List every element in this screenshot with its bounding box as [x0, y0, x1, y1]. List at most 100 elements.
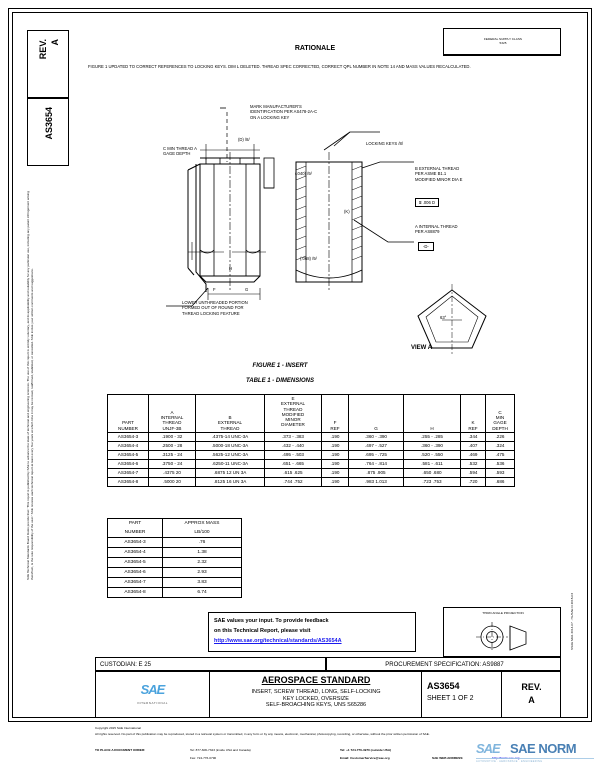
- cell-part-number: AS3654-7: [107, 577, 163, 588]
- footer-rights: All rights reserved. No part of this pub…: [95, 732, 430, 736]
- feedback-box[interactable]: SAE values your input. To provide feedba…: [208, 612, 416, 652]
- rev-stub-value: A: [50, 39, 60, 46]
- cell-e: .744 .752: [264, 477, 322, 487]
- cell-f: .190: [321, 477, 349, 487]
- callout-mark-manufacturer: MARK MANUFACTURER'S IDENTIFICATION PER A…: [250, 104, 318, 120]
- feedback-link[interactable]: http://www.sae.org/technical/standards/A…: [214, 638, 342, 644]
- mass-header-row: PART NUMBER APPROX MASS LB/100: [107, 518, 242, 538]
- rationale-title: RATIONALE: [294, 45, 336, 52]
- cell-mass: 2.93: [162, 567, 242, 578]
- dim-col-f: F REF: [321, 394, 349, 433]
- sae-logo-subtext: INTERNATIONAL: [136, 701, 169, 705]
- cell-b: .8125 16 UN 3A: [195, 477, 265, 487]
- watermark-text: SAE NORM: [510, 741, 577, 756]
- mass-table-body: AS3654-3 .76 AS3654-4 1.38 AS3654-5 2.32…: [107, 537, 242, 598]
- mass-col-approx-mass: APPROX MASS LB/100: [162, 518, 242, 538]
- cell-f: .190: [321, 441, 349, 451]
- cell-k: .594: [460, 468, 486, 478]
- dim-col-c-min-gage-depth: C MIN GAGE DEPTH: [485, 394, 515, 433]
- mass-col-part-number: PART NUMBER: [107, 518, 163, 538]
- dim-f-label: F: [213, 287, 216, 292]
- cell-a: .3125 - 24: [148, 450, 196, 460]
- cell-g: .497 - .527: [348, 441, 404, 451]
- cell-part-number: AS3654-6: [107, 459, 149, 469]
- view-a-angle-label: 63°: [440, 315, 447, 320]
- table-row: AS3654-5 2.32: [107, 557, 242, 568]
- doc-number-cell: AS3654 SHEET 1 OF 2: [422, 671, 502, 718]
- footer-order-label: TO PLACE A DOCUMENT ORDER:: [95, 748, 146, 752]
- cell-g: .875 .905: [348, 468, 404, 478]
- title-block: [95, 671, 561, 718]
- side-disclaimer: SAE Technical Standards Board Rules prov…: [26, 180, 70, 580]
- cell-k: .720: [460, 477, 486, 487]
- feedback-line-1: SAE values your input. To provide feedba…: [214, 618, 329, 624]
- cell-part-number: AS3654-7: [107, 468, 149, 478]
- rev-cell: REV. A: [502, 671, 561, 718]
- dimensions-table-wrap: PART NUMBER A INTERNAL THREAD UNJF-3B B …: [107, 394, 515, 487]
- cell-a: .4375 20: [148, 468, 196, 478]
- datum-d-symbol: -D-: [418, 242, 434, 252]
- cell-h: .581 - .611: [403, 459, 461, 469]
- cell-c: .593: [485, 468, 515, 478]
- cell-a: .5000 20: [148, 477, 196, 487]
- side-disclaimer-text: SAE Technical Standards Board Rules prov…: [26, 191, 35, 580]
- table-caption: TABLE 1 - DIMENSIONS: [246, 378, 314, 384]
- cell-g: .983 1.013: [348, 477, 404, 487]
- cell-b: .6250-11 UNC-3A: [195, 459, 265, 469]
- cell-c: .686: [485, 477, 515, 487]
- table-row: AS3654-8 6.74: [107, 587, 242, 598]
- dim-col-b-external-thread: B EXTERNAL THREAD: [195, 394, 265, 433]
- dimensions-header-row: PART NUMBER A INTERNAL THREAD UNJF-3B B …: [107, 394, 515, 433]
- cell-a: .2500 - 28: [148, 441, 196, 451]
- figure-1-insert: [88, 92, 568, 362]
- footer-tel-intl: Tel: +1 724-776-4970 (outside USA): [340, 748, 392, 752]
- callout-lower-unthreaded: LOWER UNTHREADED PORTION FORMED OUT OF R…: [182, 300, 248, 316]
- cell-part-number: AS3654-8: [107, 587, 163, 598]
- figure-caption: FIGURE 1 - INSERT: [252, 363, 308, 369]
- federal-supply-class-text: FEDERAL SUPPLY CLASS 5325: [484, 37, 522, 46]
- cell-h: .520 - .550: [403, 450, 461, 460]
- table-row: AS3654-7 3.83: [107, 577, 242, 588]
- cell-f: .190: [321, 450, 349, 460]
- feedback-line-2: on this Technical Report, please visit: [214, 628, 311, 634]
- cell-mass: 3.83: [162, 577, 242, 588]
- cell-mass: 1.38: [162, 547, 242, 558]
- cell-f: .190: [321, 468, 349, 478]
- aerospace-standard-subtitle: INSERT, SCREW THREAD, LONG, SELF-LOCKING…: [251, 689, 381, 709]
- cell-part-number: AS3654-3: [107, 432, 149, 442]
- cell-c: .226: [485, 432, 515, 442]
- cell-h: .650 .680: [403, 468, 461, 478]
- rev-cell-value: A: [528, 695, 535, 705]
- view-a-label: VIEW A: [411, 345, 433, 351]
- cell-part-number: AS3654-6: [107, 567, 163, 578]
- third-angle-projection-label: THIRD ANGLE PROJECTION: [482, 611, 524, 615]
- rev-cell-label: REV.: [521, 682, 542, 692]
- right-margin-note: SSAE MU1 2014-07 · HL/SAE D 2015-03: [570, 470, 586, 650]
- callout-locking-keys: LOCKING KEYS /8/: [366, 141, 404, 146]
- cell-g: .764 - .814: [348, 459, 404, 469]
- cell-mass: .76: [162, 537, 242, 548]
- watermark-sae-mark: SAE: [476, 741, 501, 756]
- cell-part-number: AS3654-5: [107, 557, 163, 568]
- cell-h: .723 .753: [403, 477, 461, 487]
- cell-part-number: AS3654-5: [107, 450, 149, 460]
- dimensions-table-head: PART NUMBER A INTERNAL THREAD UNJF-3B B …: [107, 394, 515, 433]
- footer-web-label: SAE WEB ADDRESS:: [432, 756, 464, 760]
- table-row: AS3654-3 .1900 - 32 .4375-14 UNC-3A .373…: [107, 432, 515, 442]
- cell-f: .190: [321, 459, 349, 469]
- footer-copyright: Copyright 2015 SAE International: [95, 726, 141, 730]
- cell-part-number: AS3654-3: [107, 537, 163, 548]
- federal-supply-class-box: FEDERAL SUPPLY CLASS 5325: [443, 28, 561, 55]
- callout-b-feature-control-frame: ⌹ .006 D: [415, 198, 440, 208]
- cell-k: .407: [460, 441, 486, 451]
- table-row: AS3654-5 .3125 - 24 .5625-12 UNC-3A .495…: [107, 450, 515, 460]
- table-row: AS3654-8 .5000 20 .8125 16 UN 3A .744 .7…: [107, 477, 515, 487]
- mass-table: PART NUMBER APPROX MASS LB/100 AS3654-3 …: [107, 518, 242, 598]
- cell-part-number: AS3654-4: [107, 547, 163, 558]
- custodian-text: CUSTODIAN: E 25: [100, 662, 151, 668]
- cell-a: .3750 - 24: [148, 459, 196, 469]
- table-row: AS3654-7 .4375 20 .6875 12 UN 3A .615 .6…: [107, 468, 515, 478]
- footer-email: Email: CustomerService@sae.org: [340, 756, 390, 760]
- cell-b: .6875 12 UN 3A: [195, 468, 265, 478]
